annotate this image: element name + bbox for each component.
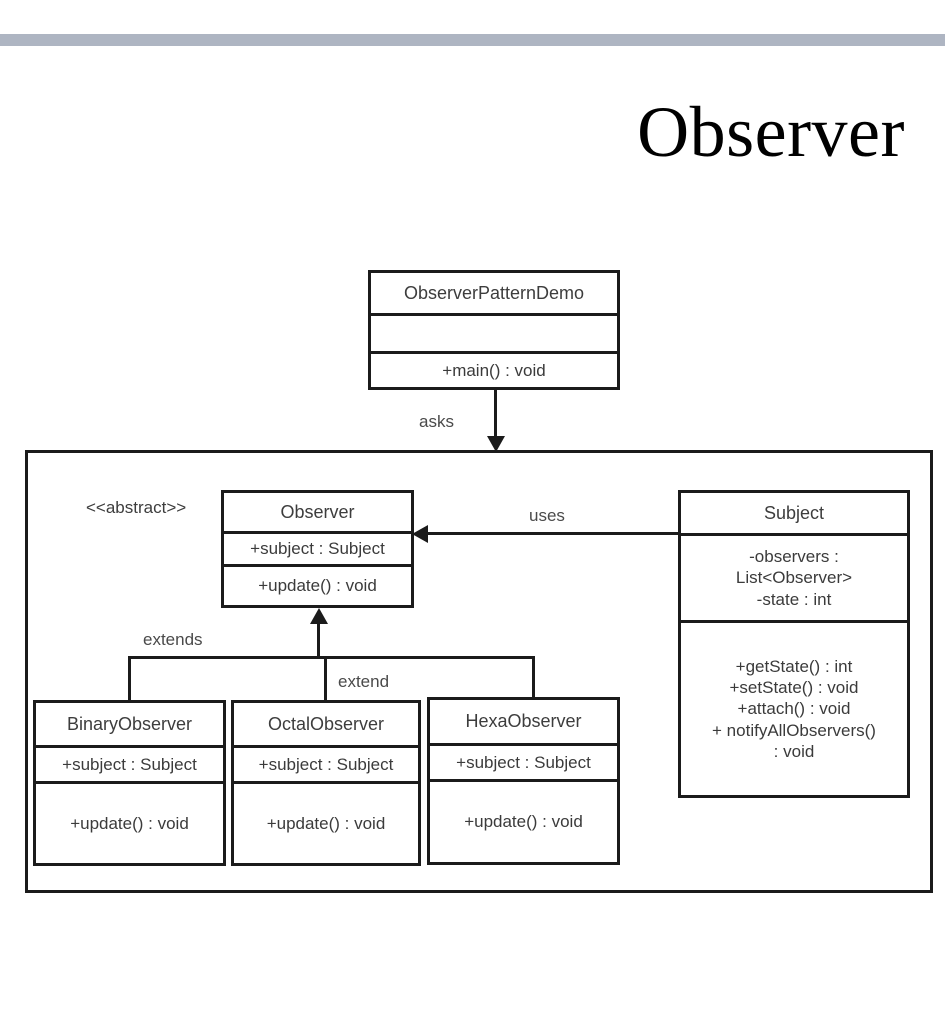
class-attributes-compartment: -observers : List<Observer> -state : int: [681, 533, 907, 620]
class-box-subject[interactable]: Subject -observers : List<Observer> -sta…: [678, 490, 910, 798]
class-box-observer[interactable]: Observer +subject : Subject +update() : …: [221, 490, 414, 608]
class-methods-compartment: +main() : void: [371, 351, 617, 387]
edge-label-asks: asks: [419, 412, 454, 431]
class-method: +update() : void: [70, 813, 189, 833]
edge-label-extends: extends: [143, 630, 203, 649]
asks-arrow-head-icon: [487, 436, 505, 452]
generalization-drop-binary: [128, 656, 131, 700]
class-name: Observer: [280, 501, 355, 522]
class-attributes-compartment: +subject : Subject: [224, 531, 411, 564]
class-name: OctalObserver: [267, 713, 385, 734]
class-method: : void: [773, 741, 815, 761]
class-name-compartment: Subject: [681, 493, 907, 533]
stereotype-abstract-label: <<abstract>>: [86, 498, 187, 517]
class-attribute: +subject : Subject: [62, 754, 197, 774]
class-name-compartment: HexaObserver: [430, 700, 617, 743]
class-method: +main() : void: [442, 360, 546, 380]
class-attributes-compartment: [371, 313, 617, 351]
uses-connector-line: [428, 532, 680, 535]
class-attribute: List<Observer>: [735, 568, 853, 588]
class-method: +attach() : void: [737, 699, 851, 719]
class-name-compartment: BinaryObserver: [36, 703, 223, 745]
class-name: BinaryObserver: [66, 713, 193, 734]
class-name: HexaObserver: [465, 711, 582, 732]
class-name-compartment: OctalObserver: [234, 703, 418, 745]
class-name-compartment: ObserverPatternDemo: [371, 273, 617, 313]
class-attribute: +subject : Subject: [456, 752, 591, 772]
class-methods-compartment: +getState() : int +setState() : void +at…: [681, 620, 907, 795]
class-methods-compartment: +update() : void: [430, 779, 617, 862]
class-attribute: -observers :: [749, 547, 839, 567]
class-attribute: -state : int: [756, 589, 832, 609]
class-box-hexa-observer[interactable]: HexaObserver +subject : Subject +update(…: [427, 697, 620, 865]
class-method: +update() : void: [266, 813, 386, 833]
class-method: +setState() : void: [729, 678, 859, 698]
generalization-drop-hexa: [532, 656, 535, 698]
generalization-horizontal-bar: [128, 656, 535, 659]
class-attributes-compartment: +subject : Subject: [36, 745, 223, 781]
slide-accent-bar: [0, 34, 945, 46]
class-attributes-compartment: +subject : Subject: [234, 745, 418, 781]
class-attribute: +subject : Subject: [258, 754, 394, 774]
class-methods-compartment: +update() : void: [36, 781, 223, 863]
class-box-binary-observer[interactable]: BinaryObserver +subject : Subject +updat…: [33, 700, 226, 866]
class-attributes-compartment: +subject : Subject: [430, 743, 617, 779]
class-methods-compartment: +update() : void: [224, 564, 411, 605]
edge-label-uses: uses: [529, 506, 565, 525]
class-box-octal-observer[interactable]: OctalObserver +subject : Subject +update…: [231, 700, 421, 866]
class-box-observer-pattern-demo[interactable]: ObserverPatternDemo +main() : void: [368, 270, 620, 390]
generalization-arrow-head-icon: [310, 608, 328, 624]
class-name: Subject: [763, 502, 825, 523]
package-frame: [25, 450, 933, 893]
class-method: +update() : void: [464, 812, 583, 832]
asks-connector-line: [494, 390, 497, 438]
class-name: ObserverPatternDemo: [403, 282, 585, 303]
page-title: Observer: [637, 92, 905, 172]
edge-label-extend: extend: [338, 672, 390, 691]
class-name-compartment: Observer: [224, 493, 411, 531]
class-method: +update() : void: [258, 576, 377, 596]
generalization-stem-line: [317, 624, 320, 658]
class-method: +getState() : int: [735, 656, 853, 676]
class-method: + notifyAllObservers(): [712, 720, 876, 740]
uses-arrow-head-icon: [412, 525, 428, 543]
generalization-drop-octal: [324, 656, 327, 700]
class-attribute: +subject : Subject: [250, 539, 385, 559]
class-methods-compartment: +update() : void: [234, 781, 418, 863]
